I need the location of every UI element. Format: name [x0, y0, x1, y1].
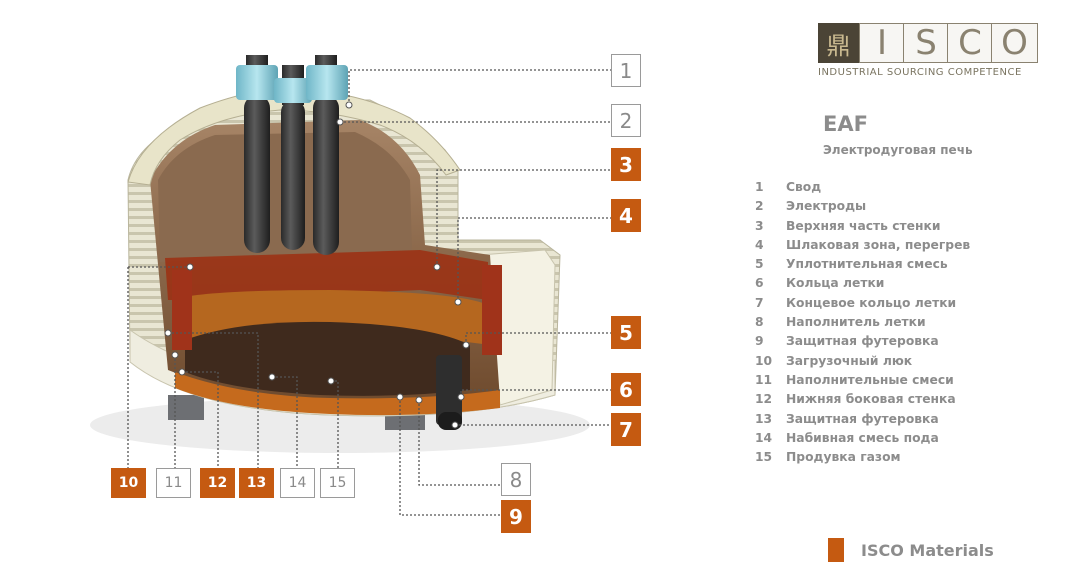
legend-item-label: Концевое кольцо летки [786, 295, 957, 310]
leader-lines [127, 69, 611, 516]
legend-item: 12 Нижняя боковая стенка [755, 392, 970, 411]
legend-item: 1 Свод [755, 180, 970, 199]
red-lining-left [172, 270, 192, 350]
legend-item: 13 Защитная футеровка [755, 412, 970, 431]
legend-item-label: Продувка газом [786, 450, 901, 465]
logo-letter-o: O [991, 23, 1038, 63]
callout-10: 10 [111, 468, 146, 498]
legend-item: 5 Уплотнительная смесь [755, 257, 970, 276]
callout-3: 3 [611, 148, 641, 181]
color-key: ISCO Materials [828, 538, 994, 562]
legend-item-number: 15 [755, 450, 773, 465]
legend-item-number: 12 [755, 392, 773, 407]
page-subtitle: Электродуговая печь [823, 143, 973, 157]
legend-item-number: 13 [755, 411, 773, 426]
legend-item-number: 6 [755, 276, 764, 291]
legend-item-label: Нижняя боковая стенка [786, 392, 956, 407]
legend-item-label: Кольца летки [786, 276, 885, 291]
legend-item-label: Загрузочный люк [786, 353, 913, 368]
legend-item-label: Шлаковая зона, перегрев [786, 237, 971, 252]
red-lining-right [482, 265, 502, 355]
logo-letter-s: S [903, 23, 949, 63]
callout-13: 13 [239, 468, 274, 498]
legend-item-label: Свод [786, 180, 822, 194]
legend-item-number: 7 [755, 295, 764, 310]
legend-item: 15 Продувка газом [755, 450, 970, 469]
page-title: EAF [823, 112, 868, 136]
callout-9: 9 [501, 500, 531, 533]
leader-dots [164, 101, 470, 429]
callout-4: 4 [611, 199, 641, 232]
legend-item: 11 Наполнительные смеси [755, 373, 970, 392]
legend-item-label: Электроды [786, 199, 867, 214]
legend-item-label: Наполнитель летки [786, 315, 926, 330]
legend-item-label: Защитная футеровка [786, 411, 939, 426]
legend-item-number: 3 [755, 218, 764, 233]
isco-materials-swatch [828, 538, 844, 562]
legend-item: 2 Электроды [755, 199, 970, 218]
callout-15: 15 [320, 468, 355, 498]
legend-item-label: Защитная футеровка [786, 334, 939, 349]
legend-item-number: 5 [755, 257, 764, 272]
taphole-end-ring [438, 412, 462, 430]
logo-mark-icon: 鼎 [818, 23, 859, 63]
callout-7: 7 [611, 413, 641, 446]
legend-item-label: Уплотнительная смесь [786, 257, 948, 272]
callout-14: 14 [280, 468, 315, 498]
isco-logo: 鼎 I S C O INDUSTRIAL SOURCING COMPETENCE [818, 23, 1038, 80]
callout-6: 6 [611, 373, 641, 406]
legend-item-number: 11 [755, 372, 773, 387]
legend-item-number: 10 [755, 353, 773, 368]
legend-item-number: 14 [755, 430, 773, 445]
callout-12: 12 [200, 468, 235, 498]
legend-item-number: 1 [755, 180, 764, 194]
legend-item: 14 Набивная смесь пода [755, 431, 970, 450]
legend-item: 8 Наполнитель летки [755, 315, 970, 334]
component-legend: 1 Свод 2 Электроды 3 Верхняя часть стенки 4 Шла… [755, 180, 970, 469]
electrodes [236, 55, 348, 255]
hearth-pool [185, 321, 470, 396]
legend-item-number: 9 [755, 334, 764, 349]
legend-item-number: 8 [755, 315, 764, 330]
legend-item: 6 Кольца летки [755, 276, 970, 295]
taphole-rings [436, 355, 462, 425]
support-foot-left [168, 395, 204, 420]
legend-item: 10 Загрузочный люк [755, 354, 970, 373]
callout-8: 8 [501, 463, 531, 496]
logo-letter-c: C [947, 23, 993, 63]
legend-item-label: Наполнительные смеси [786, 372, 954, 387]
legend-item: 9 Защитная футеровка [755, 334, 970, 353]
legend-item: 3 Верхняя часть стенки [755, 219, 970, 238]
legend-item-number: 4 [755, 237, 764, 252]
isco-materials-label: ISCO Materials [861, 540, 994, 560]
legend-item-label: Набивная смесь пода [786, 430, 939, 445]
logo-letter-i: I [859, 23, 905, 63]
callout-1: 1 [611, 54, 641, 87]
legend-item: 7 Концевое кольцо летки [755, 296, 970, 315]
slag-zone-band [165, 250, 488, 300]
legend-item-label: Верхняя часть стенки [786, 218, 941, 233]
legend-item-number: 2 [755, 199, 764, 214]
logo-tagline: INDUSTRIAL SOURCING COMPETENCE [818, 67, 1022, 78]
callout-2: 2 [611, 104, 641, 137]
callout-5: 5 [611, 316, 641, 349]
callout-11: 11 [156, 468, 191, 498]
legend-item: 4 Шлаковая зона, перегрев [755, 238, 970, 257]
